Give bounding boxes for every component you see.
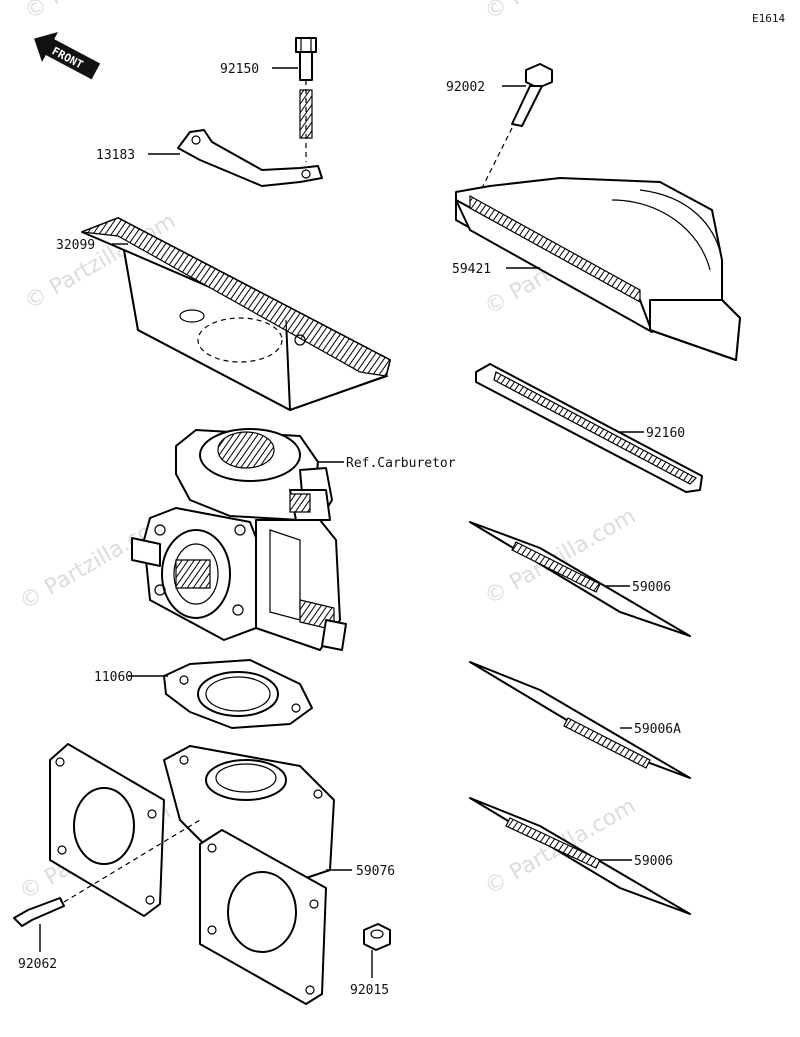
nipple-92062 bbox=[13, 819, 201, 927]
watermark-8: © Partzilla.com bbox=[481, 0, 641, 25]
gasket-11060 bbox=[163, 659, 313, 729]
part-labels: 92150 13183 32099 Ref.Carburetor 11060 9… bbox=[18, 62, 685, 998]
label-59006-upper: 59006 bbox=[632, 580, 671, 595]
label-13183: 13183 bbox=[96, 148, 135, 163]
label-11060: 11060 bbox=[94, 670, 133, 685]
label-92062: 92062 bbox=[18, 957, 57, 972]
label-32099: 32099 bbox=[56, 238, 95, 253]
bracket-13183 bbox=[177, 129, 323, 187]
diagram-code: E1614 bbox=[752, 12, 785, 25]
leader-lines bbox=[39, 67, 644, 978]
label-59421: 59421 bbox=[452, 262, 491, 277]
carburetor bbox=[131, 428, 347, 651]
label-59006A: 59006A bbox=[634, 722, 681, 737]
label-59076: 59076 bbox=[356, 864, 395, 879]
front-arrow-badge: FRONT bbox=[34, 32, 101, 80]
label-92002: 92002 bbox=[446, 80, 485, 95]
label-92160: 92160 bbox=[646, 426, 685, 441]
intake-manifold-59076 bbox=[49, 743, 335, 1005]
label-59006-lower: 59006 bbox=[634, 854, 673, 869]
label-ref-carburetor: Ref.Carburetor bbox=[346, 456, 456, 471]
gasket-92160 bbox=[475, 363, 703, 493]
gasket-59006A bbox=[469, 661, 691, 779]
watermark-7: © Partzilla.com bbox=[21, 0, 181, 25]
air-cover-59421 bbox=[455, 177, 741, 361]
gasket-59006-upper bbox=[469, 521, 691, 637]
airbox-cover-32099 bbox=[81, 217, 391, 411]
bolt-92002 bbox=[477, 63, 553, 197]
bolt-92150 bbox=[295, 37, 317, 162]
label-92015: 92015 bbox=[350, 983, 389, 998]
label-92150: 92150 bbox=[220, 62, 259, 77]
nut-92015 bbox=[363, 923, 391, 951]
gasket-59006-lower bbox=[469, 797, 691, 915]
